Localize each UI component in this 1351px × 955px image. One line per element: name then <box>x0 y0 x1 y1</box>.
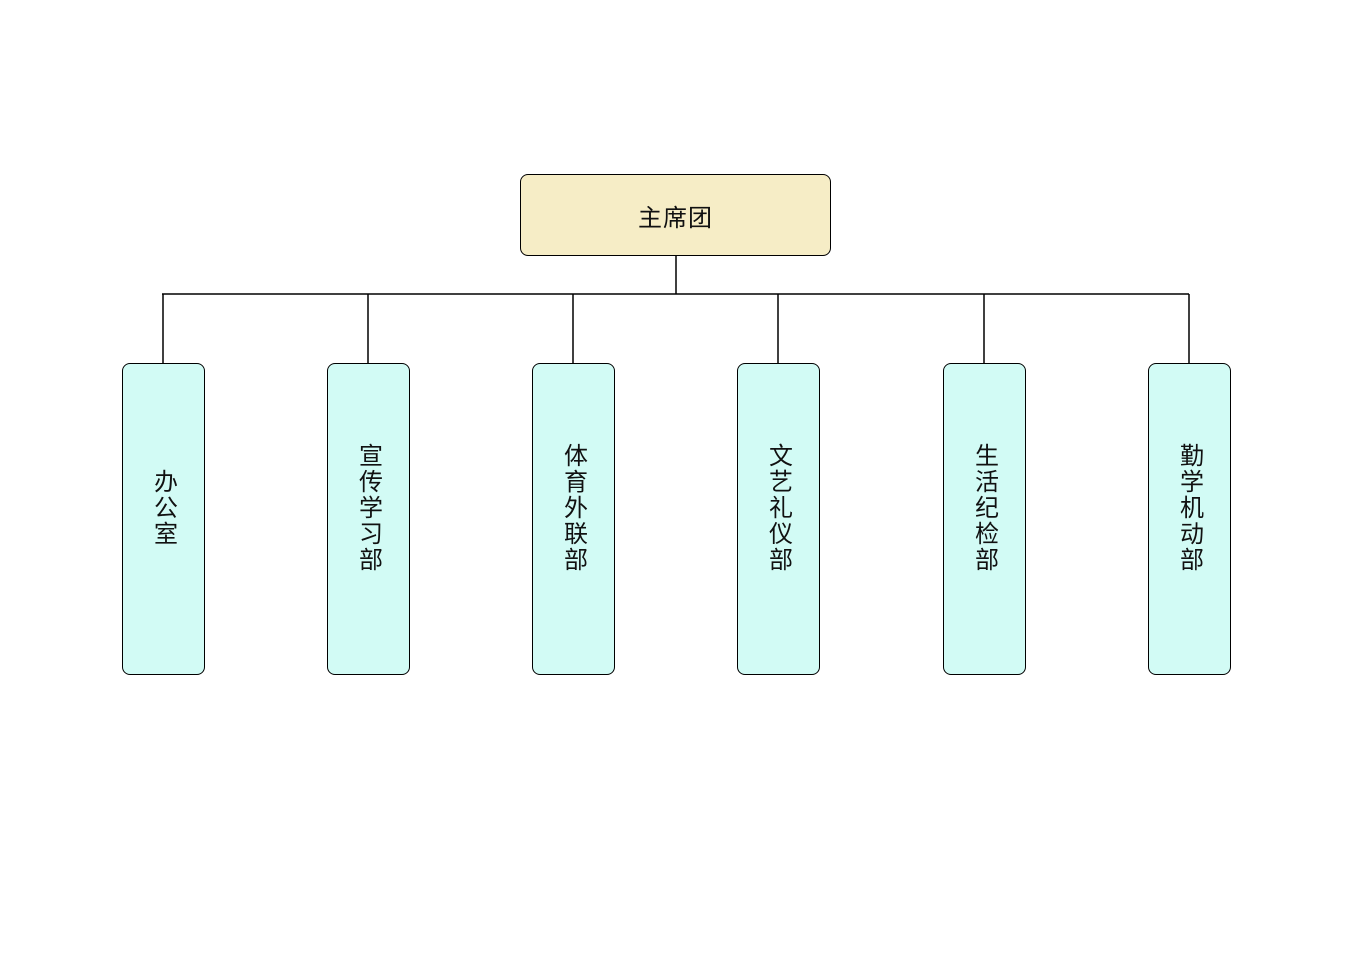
dept-node-label: 宣传学习部 <box>354 443 383 573</box>
dept-node-label: 文艺礼仪部 <box>764 443 793 573</box>
dept-node-label: 生活纪检部 <box>970 443 999 573</box>
dept-node-label: 办公室 <box>149 469 178 547</box>
root-node-label: 主席团 <box>638 203 713 232</box>
dept-node-study-mobile: 勤学机动部 <box>1148 363 1231 675</box>
root-node-presidium: 主席团 <box>520 174 831 256</box>
dept-node-label: 体育外联部 <box>559 443 588 573</box>
dept-node-office: 办公室 <box>122 363 205 675</box>
dept-node-label: 勤学机动部 <box>1175 443 1204 573</box>
dept-node-sports-outreach: 体育外联部 <box>532 363 615 675</box>
dept-node-arts-etiquette: 文艺礼仪部 <box>737 363 820 675</box>
dept-node-publicity-study: 宣传学习部 <box>327 363 410 675</box>
dept-node-life-discipline: 生活纪检部 <box>943 363 1026 675</box>
